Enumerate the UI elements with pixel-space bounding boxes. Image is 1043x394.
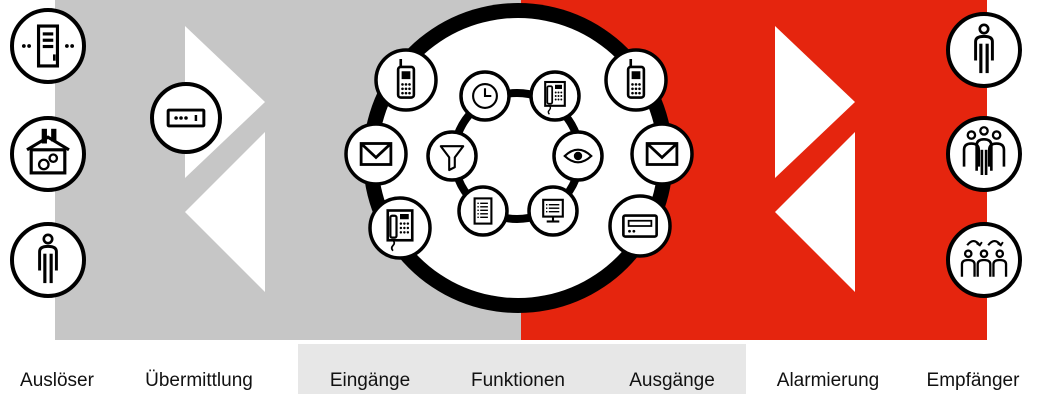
stage-label-funktionen: Funktionen xyxy=(471,370,565,391)
stage-label-alarmierung: Alarmierung xyxy=(777,370,879,391)
transmitter-device-icon xyxy=(150,82,222,154)
escalation-group-icon xyxy=(946,222,1022,298)
document-list-icon xyxy=(457,185,509,237)
person-icon xyxy=(10,222,86,298)
stage-label-empfaenger: Empfänger xyxy=(927,370,1021,391)
server-rack-icon xyxy=(10,8,86,84)
phone-pager-icon xyxy=(529,70,581,122)
stage-label-ausloeser: Auslöser xyxy=(20,370,95,391)
desk-phone-icon xyxy=(368,196,432,260)
back-arrow-triangle xyxy=(775,132,855,292)
mobile-phone-icon xyxy=(604,48,668,112)
label-band xyxy=(298,344,746,394)
system-ring-inner xyxy=(378,18,658,298)
stage-label-ausgaenge: Ausgänge xyxy=(629,370,715,391)
person-icon xyxy=(946,12,1022,88)
factory-gears-icon xyxy=(10,116,86,192)
display-device-icon xyxy=(608,194,672,258)
mobile-phone-icon xyxy=(374,48,438,112)
back-arrow-triangle xyxy=(185,132,265,292)
envelope-icon xyxy=(344,122,408,186)
filter-icon xyxy=(426,130,478,182)
envelope-icon xyxy=(630,122,694,186)
eye-icon xyxy=(552,130,604,182)
stage-label-eingaenge: Eingänge xyxy=(330,370,410,391)
stage-label-uebermittlung: Übermittlung xyxy=(145,370,253,391)
forward-arrow-triangle xyxy=(775,26,855,178)
clock-icon xyxy=(459,70,511,122)
group-icon xyxy=(946,116,1022,192)
monitor-list-icon xyxy=(527,185,579,237)
